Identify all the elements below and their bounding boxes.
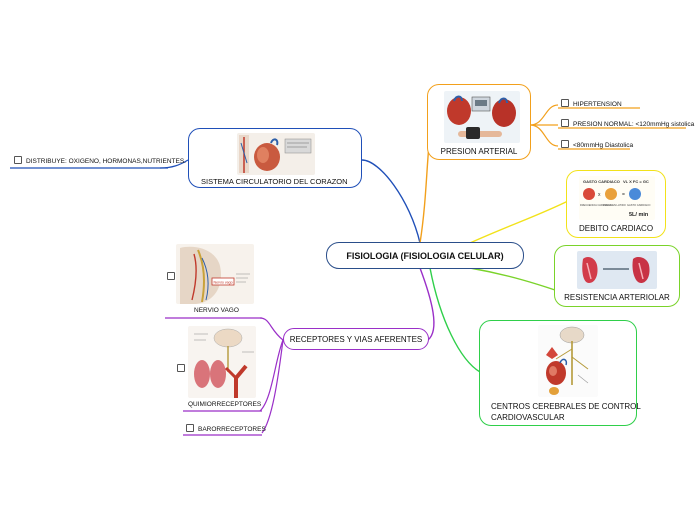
gc-b-text: VOLUMEN LATIDO [603, 203, 626, 207]
gc-result-text: 5L/ min [629, 212, 649, 218]
connector-presion-item3 [529, 124, 559, 147]
equals-symbol: = [622, 192, 625, 198]
presion-item-1-label: HIPERTENSION [573, 101, 622, 108]
checkbox-icon[interactable] [14, 156, 22, 164]
debito-cardiaco-node[interactable]: GASTO CARDIACO VL X FC = GC x = FRECUENC… [566, 170, 666, 238]
checkbox-icon[interactable] [561, 119, 569, 127]
barorreceptores-label: BARORRECEPTORES [198, 426, 266, 433]
gc-top-text: GASTO CARDIACO [583, 179, 620, 184]
presion-item-2[interactable]: PRESION NORMAL: <120mmHg sistolica [561, 119, 694, 128]
checkbox-icon[interactable] [167, 272, 175, 280]
nervio-vago-label[interactable]: NERVIO VAGO [194, 307, 239, 314]
receptores-label: RECEPTORES Y VIAS AFERENTES [289, 335, 423, 344]
times-symbol: x [598, 192, 601, 198]
sistema-circulatorio-label: SISTEMA CIRCULATORIO DEL CORAZON [201, 177, 348, 186]
sistema-circulatorio-node[interactable]: SISTEMA CIRCULATORIO DEL CORAZON [188, 128, 362, 188]
checkbox-icon[interactable] [177, 364, 185, 372]
connector-debito [469, 199, 571, 244]
gc-c-text: GASTO CARDIACO [627, 203, 650, 207]
presion-item-3[interactable]: <80mmHg Diastolica [561, 140, 633, 149]
center-topic-label: FISIOLOGIA (FISIOLOGIA CELULAR) [346, 251, 504, 261]
debito-cardiaco-label: DEBITO CARDIACO [578, 224, 654, 233]
arteriole-image [577, 251, 657, 289]
presion-item-2-label: PRESION NORMAL: <120mmHg sistolica [573, 121, 695, 128]
presion-arterial-node[interactable]: PRESION ARTERIAL [427, 84, 531, 160]
centros-cerebrales-label-1: CENTROS CEREBRALES DE CONTROL [491, 402, 641, 411]
checkbox-icon[interactable] [561, 99, 569, 107]
connector-resistencia [469, 267, 556, 291]
quimiorreceptores-label[interactable]: QUIMIORRECEPTORES [188, 401, 262, 408]
barorreceptores-item[interactable]: BARORRECEPTORES [186, 424, 266, 433]
cardiac-output-image: GASTO CARDIACO VL X FC = GC x = FRECUENC… [579, 176, 655, 220]
checkbox-icon[interactable] [186, 424, 194, 432]
receptores-node[interactable]: RECEPTORES Y VIAS AFERENTES [283, 328, 429, 350]
blood-pressure-image [444, 91, 520, 143]
presion-arterial-label: PRESION ARTERIAL [440, 147, 518, 156]
connector-baro [261, 339, 284, 434]
connector-presion-item1 [529, 104, 559, 126]
distribuye-label: DISTRIBUYE: OXIGENO, HORMONAS,NUTRIENTES… [26, 158, 186, 165]
presion-item-1[interactable]: HIPERTENSION [561, 99, 622, 108]
quimio-checkbox[interactable] [177, 364, 189, 373]
resistencia-arteriolar-label: RESISTENCIA ARTERIOLAR [564, 293, 670, 302]
nervio-vago-image: Nervio vago [176, 244, 254, 304]
checkbox-icon[interactable] [561, 140, 569, 148]
gc-formula-text: VL X FC = GC [623, 179, 649, 184]
gc-a-text: FRECUENCIA CARDIACA [580, 203, 611, 207]
centros-cerebrales-label-2: CARDIOVASCULAR [491, 413, 565, 422]
vago-tag-text: Nervio vago [214, 281, 233, 285]
vago-checkbox[interactable] [167, 272, 179, 281]
brain-heart-control-image [538, 325, 598, 397]
connector-quimio [259, 339, 284, 412]
resistencia-arteriolar-node[interactable]: RESISTENCIA ARTERIOLAR [554, 245, 680, 307]
circulatory-system-image [237, 133, 315, 175]
centros-cerebrales-node[interactable]: CENTROS CEREBRALES DE CONTROL CARDIOVASC… [479, 320, 641, 426]
connector-sistema [361, 159, 421, 244]
connector-vago [259, 317, 284, 341]
connector-centros [429, 267, 481, 373]
quimiorreceptores-image [188, 326, 256, 398]
presion-item-3-label: <80mmHg Diastolica [573, 142, 634, 149]
center-topic[interactable]: FISIOLOGIA (FISIOLOGIA CELULAR) [326, 242, 524, 269]
distribuye-item[interactable]: DISTRIBUYE: OXIGENO, HORMONAS,NUTRIENTES… [14, 156, 186, 165]
connector-receptores [419, 267, 435, 341]
